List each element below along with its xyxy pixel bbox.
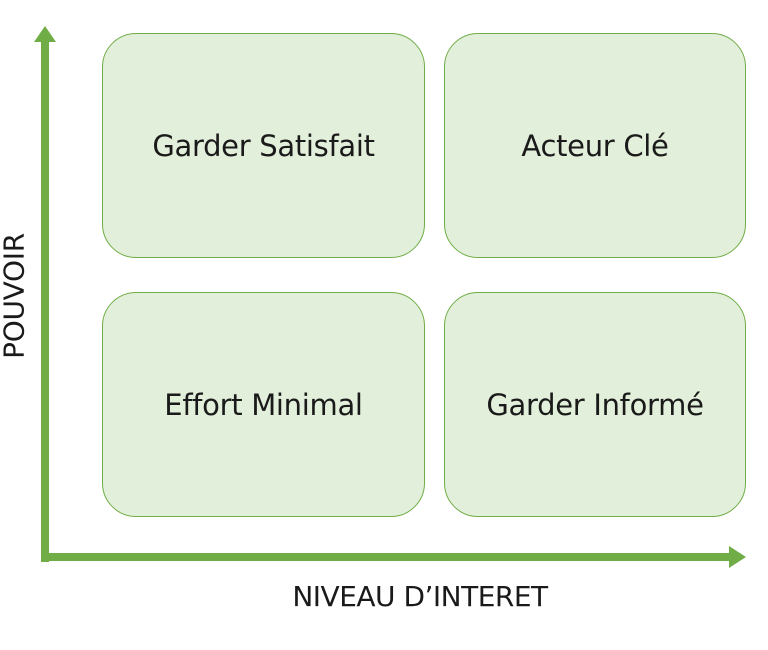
quadrant-label: Acteur Clé <box>521 128 669 163</box>
quadrant-keep-informed: Garder Informé <box>444 292 746 517</box>
quadrant-minimal-effort: Effort Minimal <box>102 292 425 517</box>
quadrant-label: Garder Informé <box>486 387 704 422</box>
quadrant-keep-satisfied: Garder Satisfait <box>102 33 425 258</box>
y-axis-line <box>41 40 49 562</box>
x-axis-label: NIVEAU D’INTERET <box>292 580 548 613</box>
y-axis-label: POUVOIR <box>0 233 31 359</box>
x-axis-line <box>41 553 731 561</box>
quadrant-key-player: Acteur Clé <box>444 33 746 258</box>
quadrant-label: Effort Minimal <box>164 387 363 422</box>
x-axis-arrowhead <box>729 546 746 568</box>
quadrant-label: Garder Satisfait <box>152 128 375 163</box>
y-axis-arrowhead <box>34 26 56 42</box>
